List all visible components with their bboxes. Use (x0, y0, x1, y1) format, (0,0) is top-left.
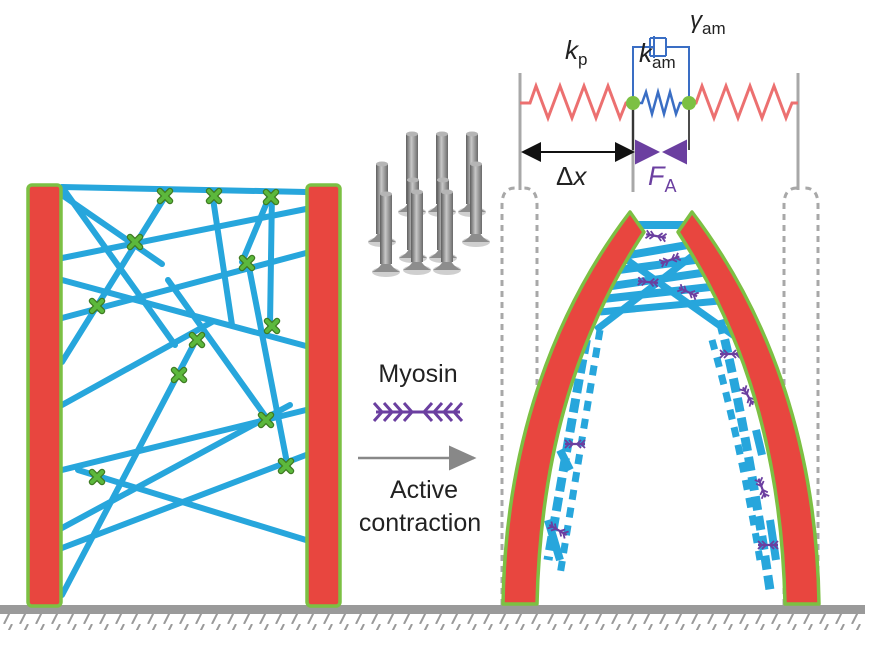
crosslinker-x-icon (267, 321, 277, 331)
crosslinker-x-icon (92, 472, 102, 482)
spring-node-right (682, 96, 696, 110)
kp-label: kp (565, 35, 587, 69)
right-actin-network (543, 221, 780, 591)
crosslinker-x-icon (242, 258, 252, 268)
pillar-spring-right (689, 81, 798, 123)
crosslinker-x-icon (261, 415, 271, 425)
crosslinker-x-icon (92, 301, 102, 311)
original-post-outlines (500, 160, 820, 605)
kam-label: kam (639, 38, 676, 72)
crosslinker-x-icon (281, 461, 291, 471)
crosslinker-x-icon (174, 370, 184, 380)
actomyosin-spring (633, 87, 689, 119)
dashpot (649, 36, 667, 58)
fa-label: FA (648, 161, 677, 196)
bent-left-post (501, 210, 646, 606)
myosin-label: Myosin (378, 360, 457, 388)
spring-node-left (626, 96, 640, 110)
right-post (305, 183, 342, 608)
delta-x-label: Δx (556, 161, 587, 191)
active-label: Active (390, 476, 458, 504)
left-post (26, 183, 63, 608)
contraction-label: contraction (359, 509, 481, 537)
crosslinker-x-icon (209, 191, 219, 201)
crosslinker-x-icon (192, 335, 202, 345)
crosslinker-x-icon (130, 237, 140, 247)
crosslinker-x-icon (160, 191, 170, 201)
left-actin-network (59, 184, 309, 598)
pillar-spring-left (520, 81, 633, 123)
micropillar-array-icon (368, 131, 490, 277)
ground (0, 605, 865, 630)
gamma-label: γam (690, 7, 726, 38)
crosslinker-x-icon (266, 192, 276, 202)
bent-right-post (676, 210, 821, 606)
myosin-motor-icon (372, 402, 464, 422)
